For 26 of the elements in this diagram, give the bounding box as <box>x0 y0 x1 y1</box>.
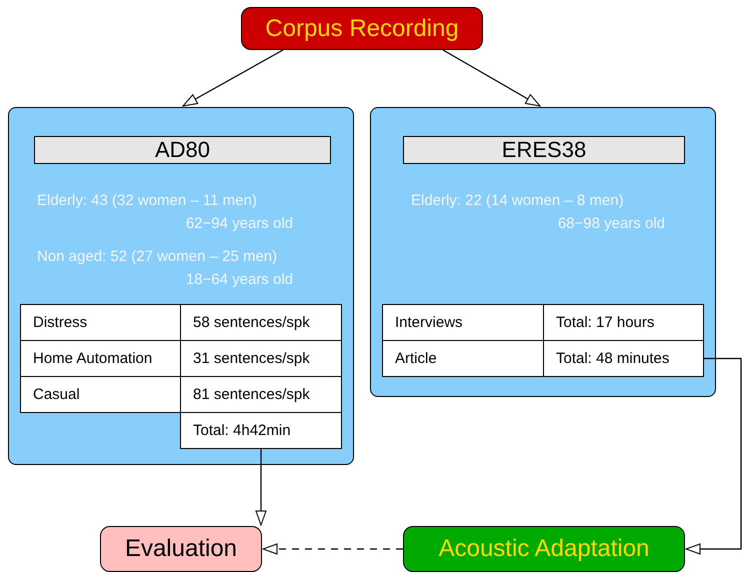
table-cell: Total: 4h42min <box>180 412 342 449</box>
title-bar: AD80 <box>34 136 331 164</box>
table-cell: Total: 17 hours <box>543 304 704 341</box>
arrow <box>686 358 742 554</box>
table-cell: Home Automation <box>20 340 181 377</box>
group-panel <box>8 107 354 465</box>
table-cell: 81 sentences/spk <box>180 376 342 413</box>
arrow <box>442 49 540 107</box>
title-bar: ERES38 <box>403 136 685 164</box>
process-box: Acoustic Adaptation <box>403 526 685 572</box>
table-cell: Casual <box>20 376 181 413</box>
speaker-info: Non aged: 52 (27 women – 25 men) 18−64 years old <box>37 247 293 290</box>
arrow <box>262 544 403 554</box>
process-box: Corpus Recording <box>241 7 483 50</box>
table-cell: Total: 48 minutes <box>543 340 704 377</box>
arrow <box>182 49 284 107</box>
table-cell: 31 sentences/spk <box>180 340 342 377</box>
process-box: Evaluation <box>100 526 262 572</box>
table-cell: 58 sentences/spk <box>180 304 342 341</box>
table-cell: Interviews <box>382 304 544 341</box>
table-cell: Article <box>382 340 544 377</box>
table-cell: Distress <box>20 304 181 341</box>
speaker-info: Elderly: 22 (14 women – 8 men) 68−98 years old <box>411 191 665 234</box>
speaker-info: Elderly: 43 (32 women – 11 men) 62−94 years old <box>37 191 293 234</box>
group-panel <box>370 107 716 397</box>
arrow <box>256 449 266 526</box>
